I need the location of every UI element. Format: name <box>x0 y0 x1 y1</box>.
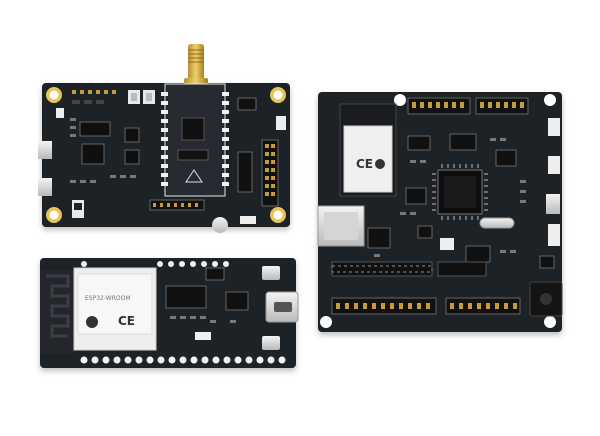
esp32-devkit-board: ESP32-WROOM CE <box>40 258 299 368</box>
wifi-module: CE <box>339 103 397 197</box>
ce-mark: CE <box>356 157 373 171</box>
sma-antenna-connector <box>184 44 208 94</box>
ce-mark: CE <box>118 314 135 328</box>
mounting-hole <box>544 316 556 328</box>
lora-antenna-board <box>38 44 290 233</box>
push-button <box>262 266 280 280</box>
micro-usb-port <box>38 178 52 196</box>
castellated-pads <box>161 92 229 186</box>
sd-card-slot <box>317 205 365 247</box>
pin-header <box>331 261 433 277</box>
pin-header <box>72 90 116 94</box>
mounting-hole <box>544 94 556 106</box>
svg-text:ESP32-WROOM: ESP32-WROOM <box>85 295 131 302</box>
qfp-microcontroller <box>432 164 488 220</box>
mounting-hole <box>320 316 332 328</box>
pin-row <box>80 356 286 364</box>
pin-header <box>437 261 487 277</box>
mounting-hole <box>394 94 406 106</box>
pin-header <box>261 139 279 207</box>
push-button <box>262 336 280 350</box>
wifi-module: ESP32-WROOM CE <box>73 267 157 351</box>
micro-usb-port <box>546 194 560 214</box>
pin-header <box>445 297 521 315</box>
crystal <box>479 217 515 229</box>
pcb-antenna <box>40 270 74 354</box>
micro-usb-port <box>38 141 52 159</box>
mcu-dev-board: CE <box>317 92 563 332</box>
pin-header <box>331 265 433 273</box>
push-button <box>212 217 228 233</box>
